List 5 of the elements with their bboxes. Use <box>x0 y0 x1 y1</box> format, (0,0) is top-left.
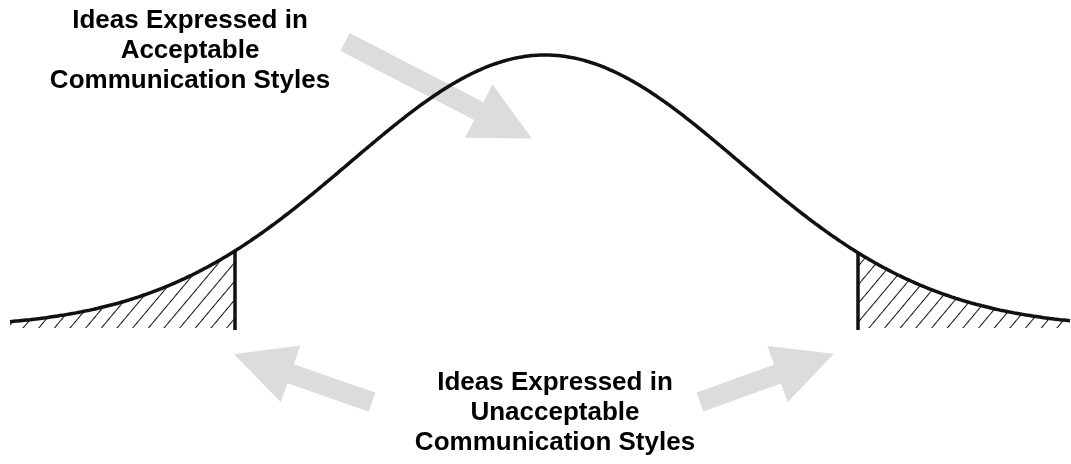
arrow <box>234 345 376 412</box>
arrow <box>696 345 834 412</box>
caption-text: Ideas Expressed in Unacceptable Communication Styles <box>405 366 705 462</box>
caption-text: Ideas Expressed in Acceptable Communication Styles <box>40 4 340 100</box>
arrow <box>340 33 532 139</box>
